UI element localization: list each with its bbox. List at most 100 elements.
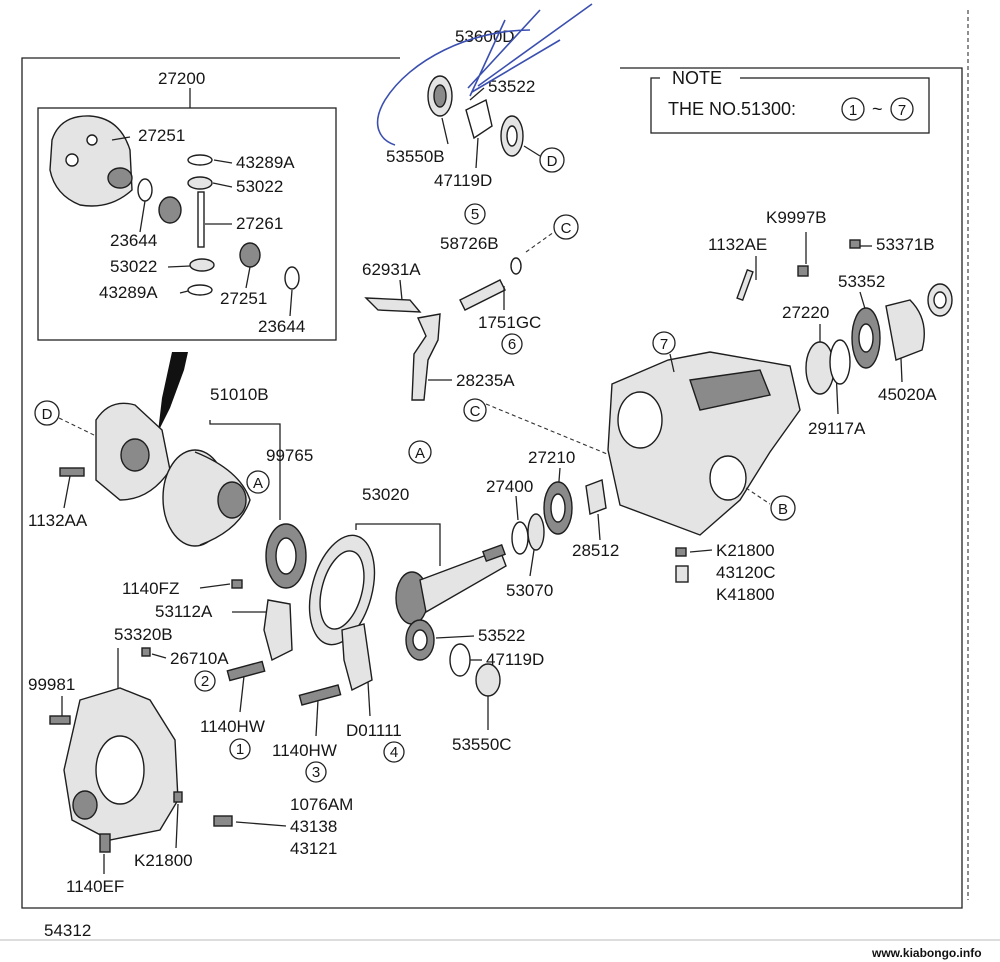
- label-53522-mid: 53522: [478, 626, 525, 645]
- note-text: THE NO.51300:: [668, 99, 796, 119]
- pointer-arrow: [158, 352, 188, 432]
- label-47119d-mid: 47119D: [486, 650, 544, 669]
- callout-c-top-text: C: [561, 220, 572, 237]
- bolt-1140ef-sketch: [99, 833, 111, 853]
- note-range-end: 7: [898, 102, 906, 119]
- label-53550c: 53550C: [452, 735, 512, 754]
- callout-6-text: 6: [508, 336, 516, 353]
- ring-gear-sketch: [308, 534, 376, 646]
- callout-a-mid: [408, 440, 432, 464]
- plug-k21800-sketch: [173, 791, 183, 803]
- callout-3: [305, 761, 327, 783]
- label-53022-a: 53022: [236, 177, 283, 196]
- callout-2-text: 2: [201, 673, 209, 690]
- note-header-gap: [660, 70, 740, 84]
- callout-d-top: [539, 147, 565, 173]
- label-53070: 53070: [506, 581, 553, 600]
- label-1132aa: 1132AA: [28, 511, 88, 530]
- label-27210: 27210: [528, 448, 575, 467]
- inset-title: 27200: [158, 69, 205, 88]
- label-43120c: 43120C: [716, 563, 776, 582]
- axle-housing-sketch: [607, 239, 953, 536]
- differential-case-sketch: [49, 115, 133, 207]
- note-range-start: 1: [849, 102, 857, 119]
- label-43138: 43138: [290, 817, 337, 836]
- callout-a-mid-text: A: [415, 445, 425, 462]
- label-1140ef: 1140EF: [66, 877, 124, 896]
- callout-4: [383, 741, 405, 763]
- label-27220: 27220: [782, 303, 829, 322]
- callout-6: [501, 333, 523, 355]
- label-1751gc: 1751GC: [478, 313, 541, 332]
- note-callout-start: [841, 97, 865, 121]
- label-43121: 43121: [290, 839, 337, 858]
- pinion-bearing-and-spacer-sketch: [511, 479, 607, 555]
- diagram-border: [21, 57, 963, 909]
- label-53522-top: 53522: [488, 77, 535, 96]
- pen-scribble: [376, 29, 531, 146]
- bearing-caps-sketch: [226, 599, 373, 706]
- callout-c-top: [553, 214, 579, 240]
- callout-d-top-text: D: [547, 153, 558, 170]
- callout-2: [194, 670, 216, 692]
- label-27251-a: 27251: [138, 126, 185, 145]
- label-53020: 53020: [362, 485, 409, 504]
- pinion-seal-mid-sketch: [405, 619, 501, 697]
- label-1132ae: 1132AE: [708, 235, 767, 254]
- label-53112a: 53112A: [155, 602, 213, 621]
- callout-d-left: [34, 400, 60, 426]
- spider-gear-sketches: [137, 154, 300, 296]
- label-23644-a: 23644: [110, 231, 157, 250]
- label-k21800-left: K21800: [134, 851, 193, 870]
- label-k41800: K41800: [716, 585, 775, 604]
- watermark: www.kiabongo.info: [871, 946, 982, 960]
- label-k9997b: K9997B: [766, 208, 827, 227]
- drain-plug-sketch: [675, 547, 689, 583]
- label-1140hw-b: 1140HW: [272, 741, 337, 760]
- callout-1-text: 1: [236, 741, 244, 758]
- bolt-1140fz-sketch: [231, 579, 243, 589]
- callout-4-text: 4: [390, 744, 398, 761]
- callout-3-text: 3: [312, 764, 320, 781]
- label-1140fz: 1140FZ: [122, 579, 179, 598]
- note-range-sep: ~: [872, 99, 883, 119]
- bolt-99981-sketch: [49, 715, 71, 725]
- label-53550b: 53550B: [386, 147, 445, 166]
- callout-b: [770, 495, 796, 521]
- label-47119d-top: 47119D: [434, 171, 492, 190]
- callout-7-text: 7: [660, 336, 668, 353]
- label-1140hw-a: 1140HW: [200, 717, 265, 736]
- callout-d-left-text: D: [42, 406, 53, 423]
- label-53600d: 53600D: [455, 27, 515, 46]
- callout-7: [652, 331, 676, 355]
- label-51010b: 51010B: [210, 385, 269, 404]
- label-26710a: 26710A: [170, 649, 229, 668]
- rear-cover-sketch: [63, 687, 179, 841]
- label-62931a: 62931A: [362, 260, 421, 279]
- shift-fork-and-pin-sketch: [364, 257, 522, 401]
- callout-c-mid-text: C: [470, 403, 481, 420]
- carrier-flange-and-seal-sketch: [162, 449, 307, 589]
- label-58726b: 58726B: [440, 234, 499, 253]
- label-29117a: 29117A: [808, 419, 866, 438]
- callout-a-left-text: A: [253, 475, 263, 492]
- label-53371b: 53371B: [876, 235, 935, 254]
- pinion-gear-sketch: [395, 543, 507, 625]
- label-27400: 27400: [486, 477, 533, 496]
- label-1076am: 1076AM: [290, 795, 353, 814]
- label-d01111: D01111: [346, 721, 402, 740]
- label-27251-b: 27251: [220, 289, 267, 308]
- label-53320b: 53320B: [114, 625, 173, 644]
- note-callout-end: [890, 97, 914, 121]
- inset-box: [37, 107, 337, 341]
- differential-carrier-sketch: [59, 402, 171, 501]
- note-header: NOTE: [672, 68, 722, 88]
- callout-b-text: B: [778, 501, 788, 518]
- pinion-bearing-top-sketch: [427, 75, 524, 157]
- label-53022-b: 53022: [110, 257, 157, 276]
- label-43289a-a: 43289A: [236, 153, 295, 172]
- label-28512: 28512: [572, 541, 619, 560]
- label-23644-b: 23644: [258, 317, 305, 336]
